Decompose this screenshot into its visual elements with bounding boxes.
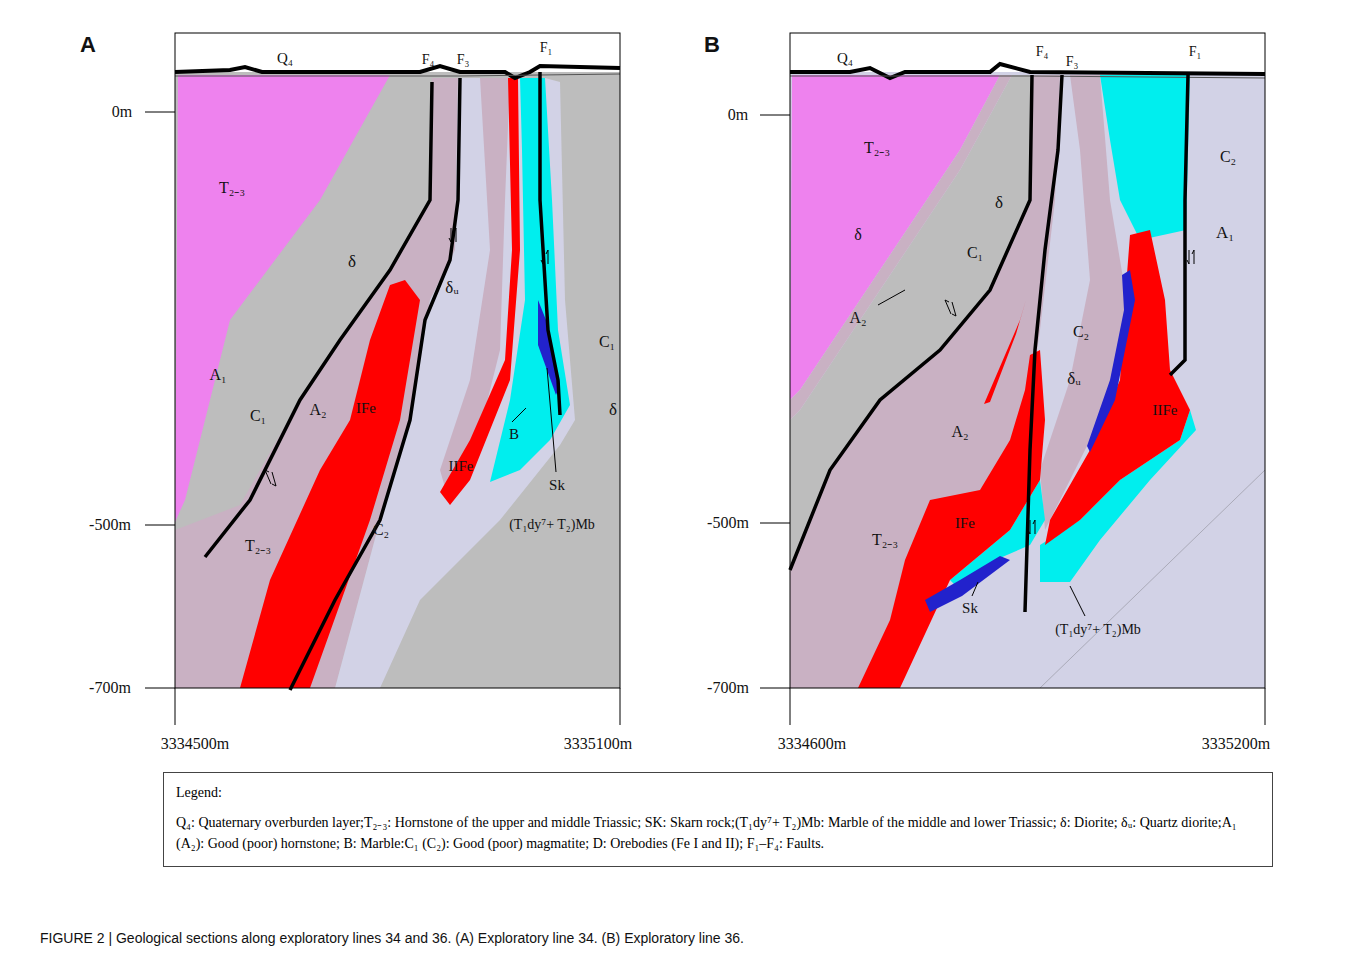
map-label: Sk bbox=[549, 477, 565, 494]
fault-motion bbox=[541, 250, 548, 264]
map-label: δ bbox=[348, 253, 356, 272]
ground-surface bbox=[175, 66, 620, 78]
map-label: C₁ bbox=[250, 407, 266, 425]
map-label: F₄ bbox=[422, 52, 435, 67]
map-label: Q₄ bbox=[837, 50, 853, 67]
ground-surface bbox=[790, 64, 1265, 78]
marble bbox=[1100, 75, 1190, 240]
legend-box: Legend: Q₄: Quaternary overburden layer;T… bbox=[163, 772, 1273, 867]
map-label: 3335200m bbox=[1202, 735, 1270, 753]
map-label: IIFe bbox=[449, 458, 474, 475]
axis-tick bbox=[620, 688, 621, 725]
map-label: B bbox=[509, 426, 519, 443]
map-label: -700m bbox=[89, 679, 131, 697]
map-label: IIFe bbox=[1153, 402, 1178, 419]
fault-motion bbox=[265, 470, 276, 486]
panel-letter: A bbox=[80, 33, 96, 57]
fault-f4 bbox=[205, 82, 432, 557]
map-label: A₁ bbox=[1216, 224, 1234, 243]
panel-letter: B bbox=[704, 33, 720, 57]
leader-line bbox=[1070, 586, 1085, 616]
quaternary-layer bbox=[175, 74, 620, 76]
axis-tick bbox=[145, 112, 175, 113]
magmatite-poor-ground bbox=[790, 72, 1265, 688]
map-label: F₁ bbox=[1189, 44, 1202, 59]
map-label: -500m bbox=[89, 516, 131, 534]
map-label: (T₁dy⁷+ T₂)Mb bbox=[1055, 622, 1141, 637]
map-label: C₂ bbox=[373, 521, 389, 539]
map-label: 0m bbox=[728, 106, 748, 124]
fault-f1 bbox=[540, 72, 560, 415]
magmatite-ground bbox=[175, 72, 620, 688]
orebody-fe2 bbox=[1045, 230, 1190, 545]
marble bbox=[490, 78, 570, 482]
axis-tick bbox=[175, 688, 176, 725]
map-label: IFe bbox=[356, 400, 376, 417]
leader-line bbox=[512, 408, 526, 422]
map-label: Sk bbox=[962, 600, 978, 617]
fault-f3 bbox=[290, 78, 460, 690]
fault-motion bbox=[945, 300, 956, 316]
quaternary-layer bbox=[790, 76, 1265, 78]
map-label: 3334600m bbox=[778, 735, 846, 753]
orebody-lens bbox=[984, 300, 1026, 404]
map-label: C₁ bbox=[599, 333, 615, 351]
map-label: C₂ bbox=[1220, 148, 1236, 166]
legend-body: Q₄: Quaternary overburden layer;T₂₋₃: Ho… bbox=[176, 813, 1260, 854]
map-label: F₃ bbox=[1066, 54, 1079, 69]
map-label: δ bbox=[995, 194, 1003, 213]
map-label: C₁ bbox=[967, 244, 983, 262]
map-label: 3335100m bbox=[564, 735, 632, 753]
fault-motion bbox=[449, 228, 456, 242]
fault-f1 bbox=[1170, 75, 1188, 375]
axis-tick bbox=[760, 523, 790, 524]
panel-frame bbox=[790, 33, 1265, 688]
map-label: IFe bbox=[955, 515, 975, 532]
map-label: T₂₋₃ bbox=[864, 139, 890, 157]
map-label: δᵤ bbox=[445, 279, 459, 298]
map-label: δᵤ bbox=[1067, 370, 1081, 389]
map-label: 3334500m bbox=[161, 735, 229, 753]
orebody-fe1 bbox=[858, 350, 1045, 688]
panel-frame bbox=[175, 33, 620, 688]
map-label: 0m bbox=[112, 103, 132, 121]
map-label: F₁ bbox=[540, 40, 553, 55]
map-label: A₁ bbox=[209, 366, 226, 384]
legend-heading: Legend: bbox=[176, 783, 1260, 803]
contact-line bbox=[1040, 470, 1265, 688]
axis-tick bbox=[760, 115, 790, 116]
leader-line bbox=[547, 368, 556, 472]
axis-tick bbox=[790, 688, 791, 725]
axis-tick bbox=[145, 525, 175, 526]
orebody-fe1 bbox=[240, 280, 420, 688]
map-label: C₂ bbox=[1073, 323, 1089, 341]
fault-f4 bbox=[790, 75, 1032, 570]
leader-line bbox=[878, 290, 905, 305]
fault-f3 bbox=[1025, 75, 1062, 612]
fault-motion bbox=[1187, 250, 1194, 264]
skarn bbox=[1087, 270, 1135, 452]
map-label: (T₁dy⁷+ T₂)Mb bbox=[509, 517, 595, 532]
map-label: T₂₋₃ bbox=[245, 537, 271, 555]
leader-line bbox=[972, 582, 978, 596]
map-label: T₂₋₃ bbox=[219, 179, 245, 197]
axis-tick bbox=[145, 688, 175, 689]
axis-tick bbox=[1265, 688, 1266, 725]
map-label: A₂ bbox=[849, 309, 866, 327]
map-label: -500m bbox=[707, 514, 749, 532]
figure-caption: FIGURE 2 | Geological sections along exp… bbox=[40, 930, 1330, 946]
map-label: Q₄ bbox=[277, 50, 293, 67]
axis-tick bbox=[760, 688, 790, 689]
map-label: T₂₋₃ bbox=[872, 531, 898, 549]
map-label: -700m bbox=[707, 679, 749, 697]
map-label: A₂ bbox=[951, 423, 968, 441]
map-label: A₂ bbox=[309, 401, 326, 419]
fault-motion bbox=[1028, 520, 1035, 534]
map-label: F₃ bbox=[457, 52, 470, 67]
map-label: F₄ bbox=[1036, 44, 1049, 59]
map-label: δ bbox=[609, 401, 617, 420]
map-label: δ bbox=[854, 226, 862, 244]
hornstone-poor bbox=[790, 75, 1060, 688]
